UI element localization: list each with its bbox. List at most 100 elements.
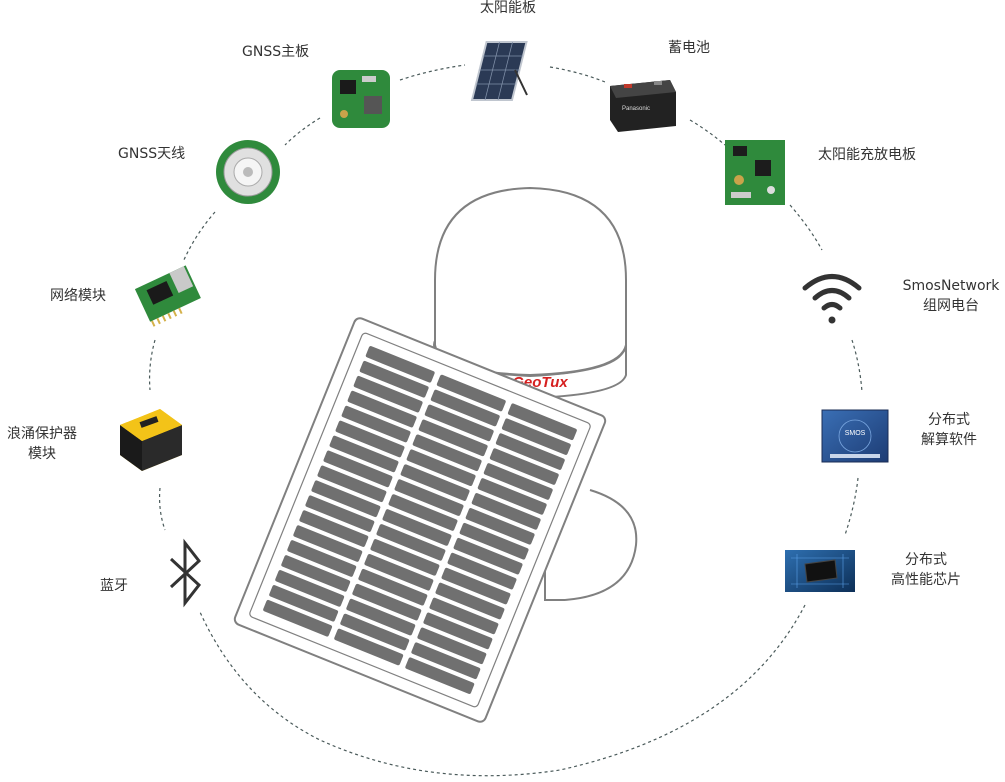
solar-cell-strip bbox=[364, 554, 434, 591]
solar-cell-strip bbox=[465, 508, 535, 545]
surge-line1: 浪涌保护器 bbox=[7, 426, 77, 442]
solar-cell-strip bbox=[459, 523, 529, 560]
solar-cell-strip bbox=[429, 597, 499, 635]
connector-segment bbox=[148, 339, 156, 391]
solar-cell-strip bbox=[293, 525, 363, 562]
label-network-module: 网络模块 bbox=[50, 288, 106, 304]
solar-cell-strip bbox=[436, 374, 506, 412]
receiver-dome bbox=[434, 186, 627, 377]
software-screen-icon: SMOS bbox=[821, 409, 889, 463]
connector-segment bbox=[789, 204, 823, 251]
solar-cell-strip bbox=[412, 434, 482, 472]
solar-cell-strip bbox=[335, 420, 405, 458]
solar-cell-strip bbox=[287, 540, 357, 577]
label-bluetooth: 蓝牙 bbox=[100, 578, 128, 594]
connector-segment bbox=[399, 64, 466, 81]
software-line1: 分布式 bbox=[928, 412, 970, 428]
solar-cell-strip bbox=[495, 433, 565, 470]
solar-cell-strip bbox=[269, 585, 339, 622]
solar-cell-strip bbox=[435, 582, 505, 620]
label-gnss-antenna: GNSS天线 bbox=[118, 146, 186, 162]
solar-cell-strip bbox=[311, 480, 381, 517]
solar-panel-icon bbox=[470, 41, 528, 101]
wifi-icon bbox=[802, 274, 862, 324]
label-surge-protector: 浪涌保护器 模块 bbox=[0, 424, 84, 464]
solar-cell-strip bbox=[365, 346, 435, 383]
solar-cell-strip bbox=[430, 389, 500, 427]
solar-cell-strip bbox=[489, 448, 559, 485]
solar-cell-strip bbox=[382, 509, 452, 546]
connector-segment bbox=[182, 211, 216, 263]
surge-line2: 模块 bbox=[28, 446, 56, 462]
solar-cell-strip bbox=[317, 465, 387, 503]
label-chip: 分布式 高性能芯片 bbox=[874, 550, 978, 590]
mount-disc bbox=[564, 489, 638, 601]
solar-cell-strip bbox=[441, 567, 511, 605]
software-screen-text: SMOS bbox=[845, 430, 866, 437]
solar-cell-strip bbox=[275, 570, 345, 607]
solar-cell-strip bbox=[405, 657, 475, 694]
network-module-icon bbox=[134, 265, 201, 327]
charge-board-icon bbox=[725, 140, 785, 205]
solar-cell-strip bbox=[358, 568, 428, 606]
battery-icon: Panasonic bbox=[610, 80, 676, 132]
smos-network-line1: SmosNetwork bbox=[902, 278, 1000, 294]
gnss-board-icon bbox=[332, 70, 390, 128]
solar-cell-strip bbox=[417, 627, 487, 665]
solar-cell-strip bbox=[507, 403, 577, 440]
solar-cell-strip bbox=[359, 360, 429, 398]
solar-cell-strip bbox=[483, 463, 553, 500]
solar-cell-strip bbox=[411, 642, 481, 680]
solar-cell-strip bbox=[347, 390, 417, 428]
label-solar-panel: 太阳能板 bbox=[480, 0, 536, 16]
solar-cell-strip bbox=[394, 479, 464, 516]
smos-network-line2: 组网电台 bbox=[923, 298, 979, 314]
solar-cell-strip bbox=[471, 493, 541, 530]
solar-cell-strip bbox=[453, 537, 523, 575]
connector-segment bbox=[158, 487, 166, 531]
main-solar-panel bbox=[233, 317, 607, 723]
solar-cell-strip bbox=[341, 405, 411, 443]
label-software: 分布式 解算软件 bbox=[904, 410, 994, 450]
chip-icon bbox=[785, 550, 855, 592]
solar-cell-strip bbox=[353, 375, 423, 413]
surge-protector-icon bbox=[120, 409, 182, 471]
connector-segment bbox=[549, 66, 606, 83]
solar-cell-strip bbox=[263, 600, 333, 637]
solar-cell-strip bbox=[406, 449, 476, 486]
label-gnss-board: GNSS主板 bbox=[242, 44, 310, 60]
solar-cell-strip bbox=[400, 464, 470, 501]
solar-cell-strip bbox=[424, 404, 494, 442]
solar-cell-strip bbox=[299, 510, 369, 547]
solar-cell-strip bbox=[334, 628, 404, 666]
solar-cell-strip bbox=[340, 613, 410, 651]
connector-ring bbox=[148, 64, 863, 777]
chip-line2: 高性能芯片 bbox=[891, 572, 961, 588]
connector-segment bbox=[284, 117, 321, 146]
connector-segment bbox=[689, 119, 726, 146]
solar-cell-strip bbox=[423, 612, 493, 650]
gnss-antenna-icon bbox=[216, 140, 280, 204]
label-charge-board: 太阳能充放电板 bbox=[818, 147, 916, 163]
solar-cell-strip bbox=[346, 598, 416, 636]
solar-cell-strip bbox=[305, 495, 375, 532]
connector-segment bbox=[851, 339, 863, 393]
connector-segment bbox=[199, 604, 806, 777]
svg-text:Panasonic: Panasonic bbox=[622, 106, 650, 112]
connector-segment bbox=[844, 477, 859, 536]
solar-cell-strip bbox=[376, 524, 446, 561]
solar-cell-strip bbox=[501, 418, 571, 455]
solar-cell-strip bbox=[388, 494, 458, 531]
solar-cell-strip bbox=[323, 450, 393, 488]
solar-cell-strip bbox=[477, 478, 547, 515]
software-line2: 解算软件 bbox=[921, 432, 977, 448]
solar-cell-strip bbox=[447, 552, 517, 590]
label-battery: 蓄电池 bbox=[668, 40, 710, 56]
solar-cell-strip bbox=[281, 555, 351, 592]
solar-cell-strip bbox=[329, 435, 399, 473]
bluetooth-icon bbox=[169, 538, 202, 608]
solar-cell-strip bbox=[418, 419, 488, 457]
solar-cell-strip bbox=[352, 583, 422, 621]
